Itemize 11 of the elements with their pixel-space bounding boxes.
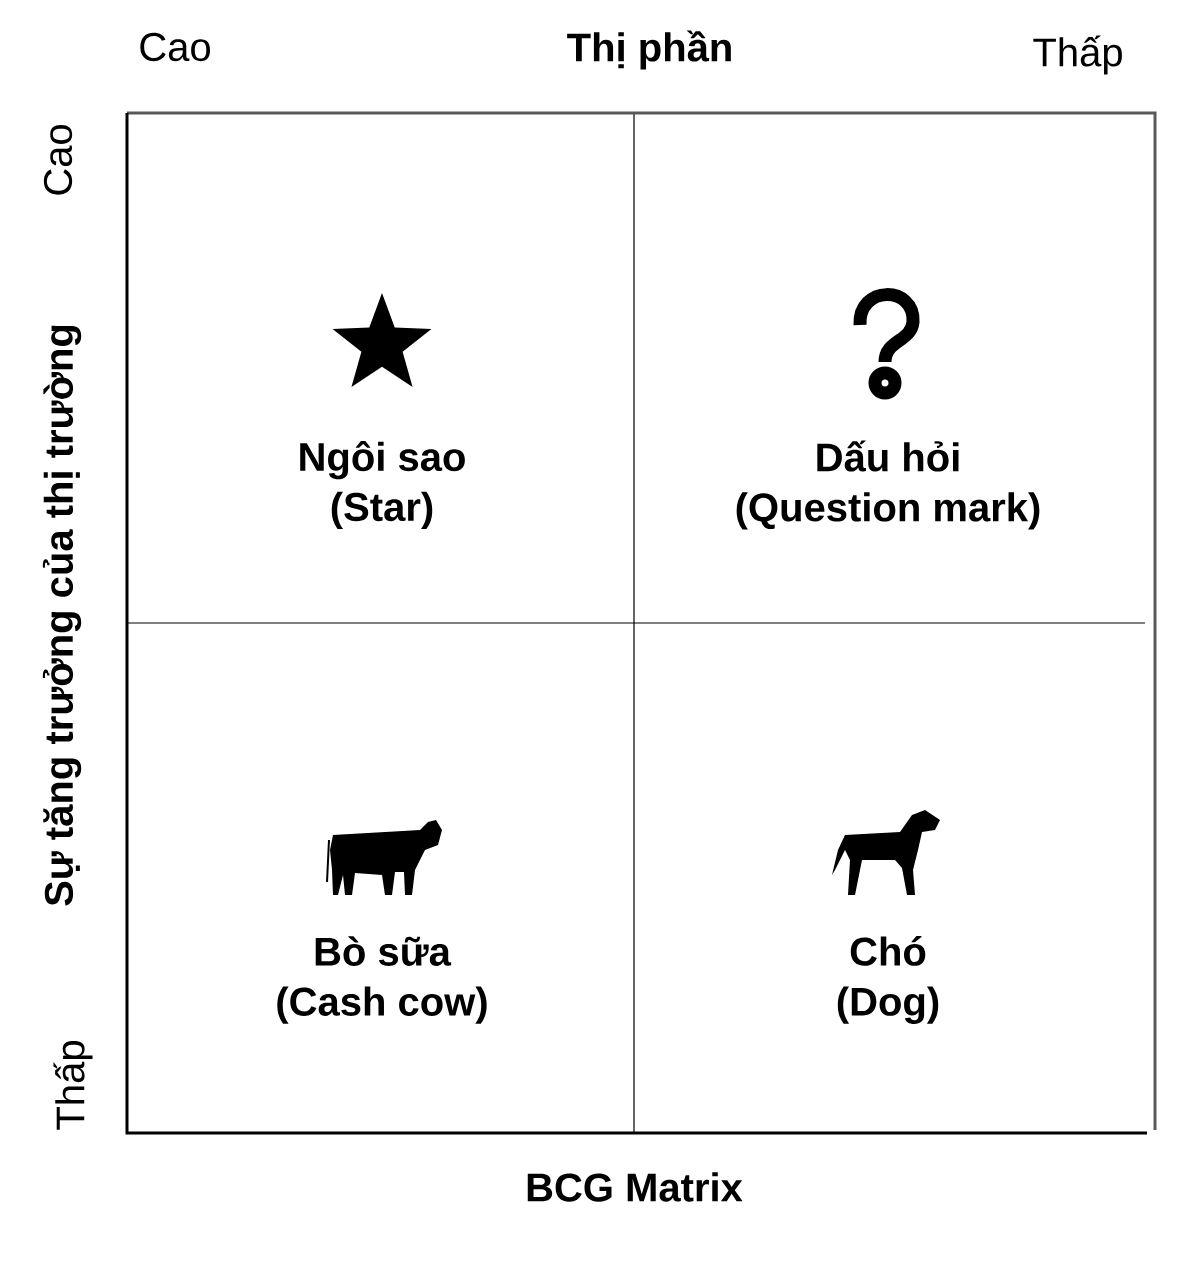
caption: BCG Matrix	[527, 1172, 743, 1202]
quadrant-label: Bò sữa (Cash cow)	[277, 936, 487, 1024]
axis-label: Cao	[140, 32, 210, 62]
axis-label: Thị phần	[567, 30, 731, 70]
axis-label: Thấp	[53, 1041, 93, 1130]
axis-label: Thấp	[1033, 35, 1122, 75]
quadrant-label: Ngôi sao (Star)	[300, 440, 465, 530]
axis-label: Sự tăng trưởng của thị trường	[42, 325, 82, 906]
quadrant-label: Dấu hỏi (Question mark)	[736, 440, 1040, 530]
axis-label: Cao	[43, 125, 73, 195]
quadrant-label: Chó (Dog)	[837, 936, 939, 1024]
